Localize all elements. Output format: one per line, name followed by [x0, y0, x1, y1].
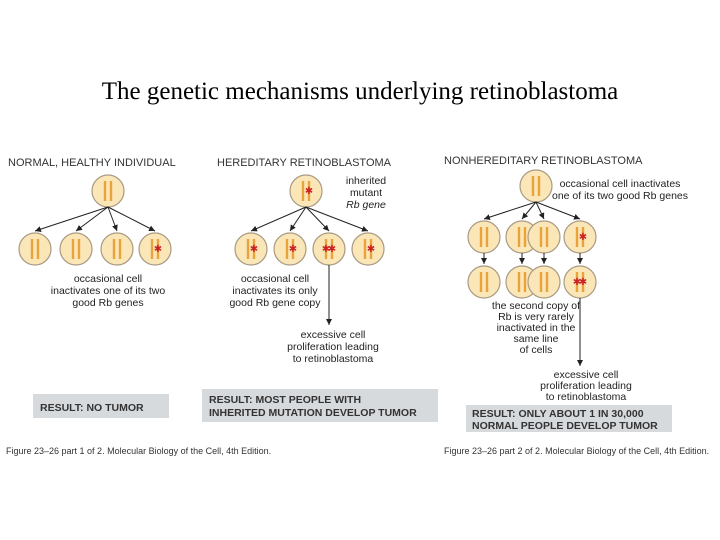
- mutation-mark-icon: ✱: [322, 244, 330, 255]
- caption-left: Figure 23–26 part 1 of 2. Molecular Biol…: [6, 446, 271, 456]
- nonhereditary-result-line-2: NORMAL PEOPLE DEVELOP TUMOR: [472, 420, 658, 432]
- arrow: [535, 201, 581, 220]
- nonhereditary-note-line-2: one of its two good Rb genes: [552, 190, 688, 202]
- nonhereditary-granddaughter-cell: ✱✱: [563, 265, 597, 299]
- arrow: [521, 201, 537, 220]
- mutation-mark-icon: ✱: [579, 277, 587, 288]
- arrow: [535, 201, 545, 220]
- nonhereditary-daughter-cell: ✱: [563, 220, 597, 254]
- mutation-mark-icon: ✱: [250, 244, 258, 255]
- normal-daughter-cell: [18, 232, 52, 266]
- normal-daughter-cell: [59, 232, 93, 266]
- cell-body: [91, 174, 125, 208]
- mutation-mark-icon: ✱: [328, 244, 336, 255]
- nonhereditary-note-line-1: occasional cell inactivates: [560, 178, 681, 190]
- cell-body: [59, 232, 93, 266]
- nonhereditary-daughter-cell: [467, 220, 501, 254]
- normal-heading: NORMAL, HEALTHY INDIVIDUAL: [8, 157, 176, 169]
- normal-parent-cell: [91, 174, 125, 208]
- hereditary-result-line-2: INHERITED MUTATION DEVELOP TUMOR: [209, 407, 417, 419]
- nonhereditary-second-line-4: same line: [514, 333, 559, 345]
- normal-note-line-2: inactivates one of its two: [51, 285, 166, 297]
- mutation-mark-icon: ✱: [573, 277, 581, 288]
- nonhereditary-second-line-1: the second copy of: [492, 300, 580, 312]
- hereditary-note-line-1: occasional cell: [241, 273, 309, 285]
- arrows-layer: [34, 201, 583, 366]
- cell-body: [138, 232, 172, 266]
- nonhereditary-outcome-line-1: excessive cell: [554, 369, 619, 381]
- hereditary-note-line-3: good Rb gene copy: [229, 297, 321, 309]
- cell-body: [527, 265, 561, 299]
- hereditary-daughter-cell: ✱✱: [312, 232, 346, 266]
- hereditary-inherited-line-3: Rb gene: [346, 199, 386, 211]
- hereditary-note-line-2: inactivates its only: [232, 285, 318, 297]
- nonhereditary-result-line-1: RESULT: ONLY ABOUT 1 IN 30,000: [472, 408, 644, 420]
- mutation-mark-icon: ✱: [367, 244, 375, 255]
- hereditary-parent-cell: ✱: [289, 174, 323, 208]
- cell-body: [467, 265, 501, 299]
- hereditary-daughter-cell: ✱: [273, 232, 307, 266]
- normal-daughter-cell: [100, 232, 134, 266]
- hereditary-heading: HEREDITARY RETINOBLASTOMA: [217, 157, 392, 169]
- nonhereditary-result-box: [466, 405, 672, 432]
- normal-result: RESULT: NO TUMOR: [40, 402, 144, 414]
- hereditary-result-line-1: RESULT: MOST PEOPLE WITH: [209, 394, 361, 406]
- hereditary-inherited-line-1: inherited: [346, 175, 386, 187]
- cell-body: [467, 220, 501, 254]
- normal-note-line-1: occasional cell: [74, 273, 142, 285]
- nonhereditary-granddaughter-cell: [527, 265, 561, 299]
- caption-right: Figure 23–26 part 2 of 2. Molecular Biol…: [444, 446, 709, 456]
- nonhereditary-second-line-2: Rb is very rarely: [498, 311, 575, 323]
- nonhereditary-second-line-3: inactivated in the: [497, 322, 576, 334]
- mutation-mark-icon: ✱: [154, 244, 162, 255]
- cell-body: [100, 232, 134, 266]
- mutation-mark-icon: ✱: [305, 186, 313, 197]
- slide-title: The genetic mechanisms underlying retino…: [101, 78, 619, 105]
- mutation-mark-icon: ✱: [579, 232, 587, 243]
- cell-body: [234, 232, 268, 266]
- nonhereditary-heading: NONHEREDITARY RETINOBLASTOMA: [444, 155, 643, 167]
- nonhereditary-second-line-5: of cells: [520, 344, 553, 356]
- nonhereditary-daughter-cell: [527, 220, 561, 254]
- arrow: [107, 206, 156, 232]
- normal-daughter-cell: ✱: [138, 232, 172, 266]
- hereditary-outcome-line-1: excessive cell: [301, 329, 366, 341]
- hereditary-inherited-line-2: mutant: [350, 187, 382, 199]
- arrow: [483, 201, 537, 220]
- cell-body: [519, 169, 553, 203]
- normal-note-line-3: good Rb genes: [72, 297, 143, 309]
- cell-body: [527, 220, 561, 254]
- arrow: [75, 206, 109, 232]
- arrow: [305, 206, 369, 232]
- arrow: [305, 206, 330, 232]
- cells-layer: ✱✱✱✱✱✱✱✱✱✱: [18, 169, 597, 299]
- nonhereditary-granddaughter-cell: [467, 265, 501, 299]
- hereditary-daughter-cell: ✱: [234, 232, 268, 266]
- arrow: [250, 206, 307, 232]
- arrow: [107, 206, 118, 232]
- hereditary-result-box: [202, 389, 438, 422]
- hereditary-daughter-cell: ✱: [351, 232, 385, 266]
- hereditary-outcome-line-3: to retinoblastoma: [293, 353, 374, 365]
- normal-result-box: [33, 394, 169, 418]
- arrow: [289, 206, 307, 232]
- cell-body: [273, 232, 307, 266]
- nonhereditary-outcome-line-2: proliferation leading: [540, 380, 632, 392]
- hereditary-outcome-line-2: proliferation leading: [287, 341, 379, 353]
- cell-body: [18, 232, 52, 266]
- cell-body: [351, 232, 385, 266]
- mutation-mark-icon: ✱: [289, 244, 297, 255]
- arrow: [34, 206, 109, 232]
- nonhereditary-outcome-line-3: to retinoblastoma: [546, 391, 627, 403]
- nonhereditary-parent-cell: [519, 169, 553, 203]
